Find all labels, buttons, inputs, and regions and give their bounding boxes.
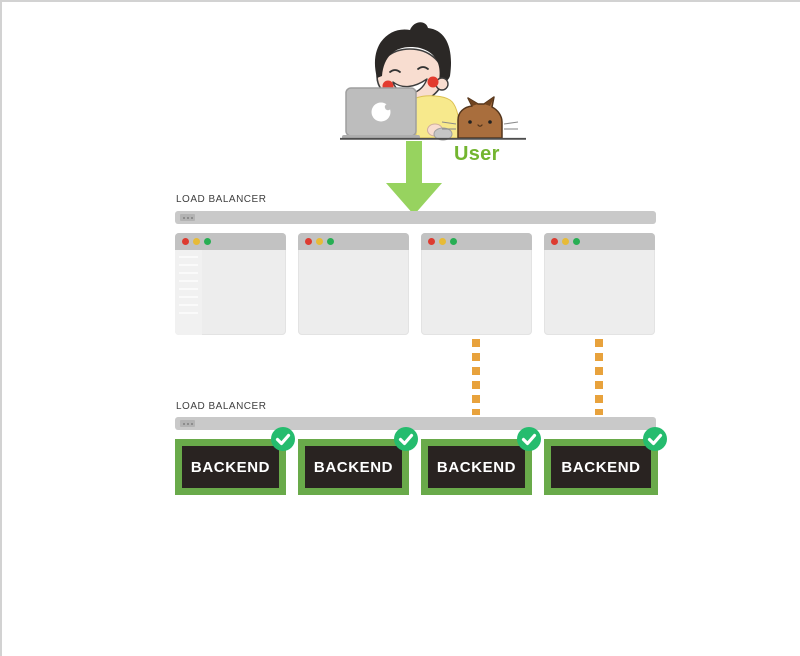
close-icon	[305, 238, 312, 245]
browser-titlebar	[298, 233, 409, 250]
check-icon	[517, 427, 541, 451]
user-illustration	[340, 22, 526, 141]
dashed-connector-1	[472, 339, 480, 415]
backend-box-1: BACKEND	[175, 427, 295, 495]
load-balancer-1	[175, 211, 656, 224]
cheek-right	[427, 76, 439, 88]
browser-titlebar	[544, 233, 655, 250]
load-balancer-2	[175, 417, 656, 430]
minimize-icon	[439, 238, 446, 245]
zoom-icon	[327, 238, 334, 245]
load-balancer-2-label: LOAD BALANCER	[176, 401, 267, 412]
browser-body	[421, 250, 532, 335]
minimize-icon	[316, 238, 323, 245]
backend-label: BACKEND	[561, 458, 641, 476]
browser-window-1	[175, 233, 286, 335]
ellipsis-dots-icon	[180, 420, 195, 427]
browser-body	[544, 250, 655, 335]
down-arrow-icon	[386, 141, 442, 215]
browser-titlebar	[175, 233, 286, 250]
close-icon	[551, 238, 558, 245]
cat-icon	[441, 96, 519, 139]
backend-box-4: BACKEND	[544, 427, 667, 495]
ellipsis-dots-icon	[180, 214, 195, 221]
check-icon	[643, 427, 667, 451]
browser-body	[175, 250, 286, 335]
backend-box-2: BACKEND	[298, 427, 418, 495]
browser-body	[298, 250, 409, 335]
backend-label: BACKEND	[436, 458, 517, 476]
zoom-icon	[573, 238, 580, 245]
zoom-icon	[204, 238, 211, 245]
close-icon	[428, 238, 435, 245]
browser-window-2	[298, 233, 409, 335]
minimize-icon	[562, 238, 569, 245]
backend-box-3: BACKEND	[421, 427, 541, 495]
zoom-icon	[450, 238, 457, 245]
user-label: User	[454, 143, 500, 165]
backend-label: BACKEND	[190, 458, 271, 476]
load-balancer-1-label: LOAD BALANCER	[176, 194, 267, 205]
check-icon	[394, 427, 418, 451]
browser-titlebar	[421, 233, 532, 250]
browser-window-3	[421, 233, 532, 335]
dashed-connector-2	[595, 339, 603, 415]
close-icon	[182, 238, 189, 245]
browser-window-4	[544, 233, 655, 335]
backend-label: BACKEND	[313, 458, 394, 476]
check-icon	[271, 427, 295, 451]
mouse-icon	[433, 127, 453, 141]
user-hair	[374, 22, 452, 83]
minimize-icon	[193, 238, 200, 245]
skeleton-text-lines	[175, 250, 202, 335]
